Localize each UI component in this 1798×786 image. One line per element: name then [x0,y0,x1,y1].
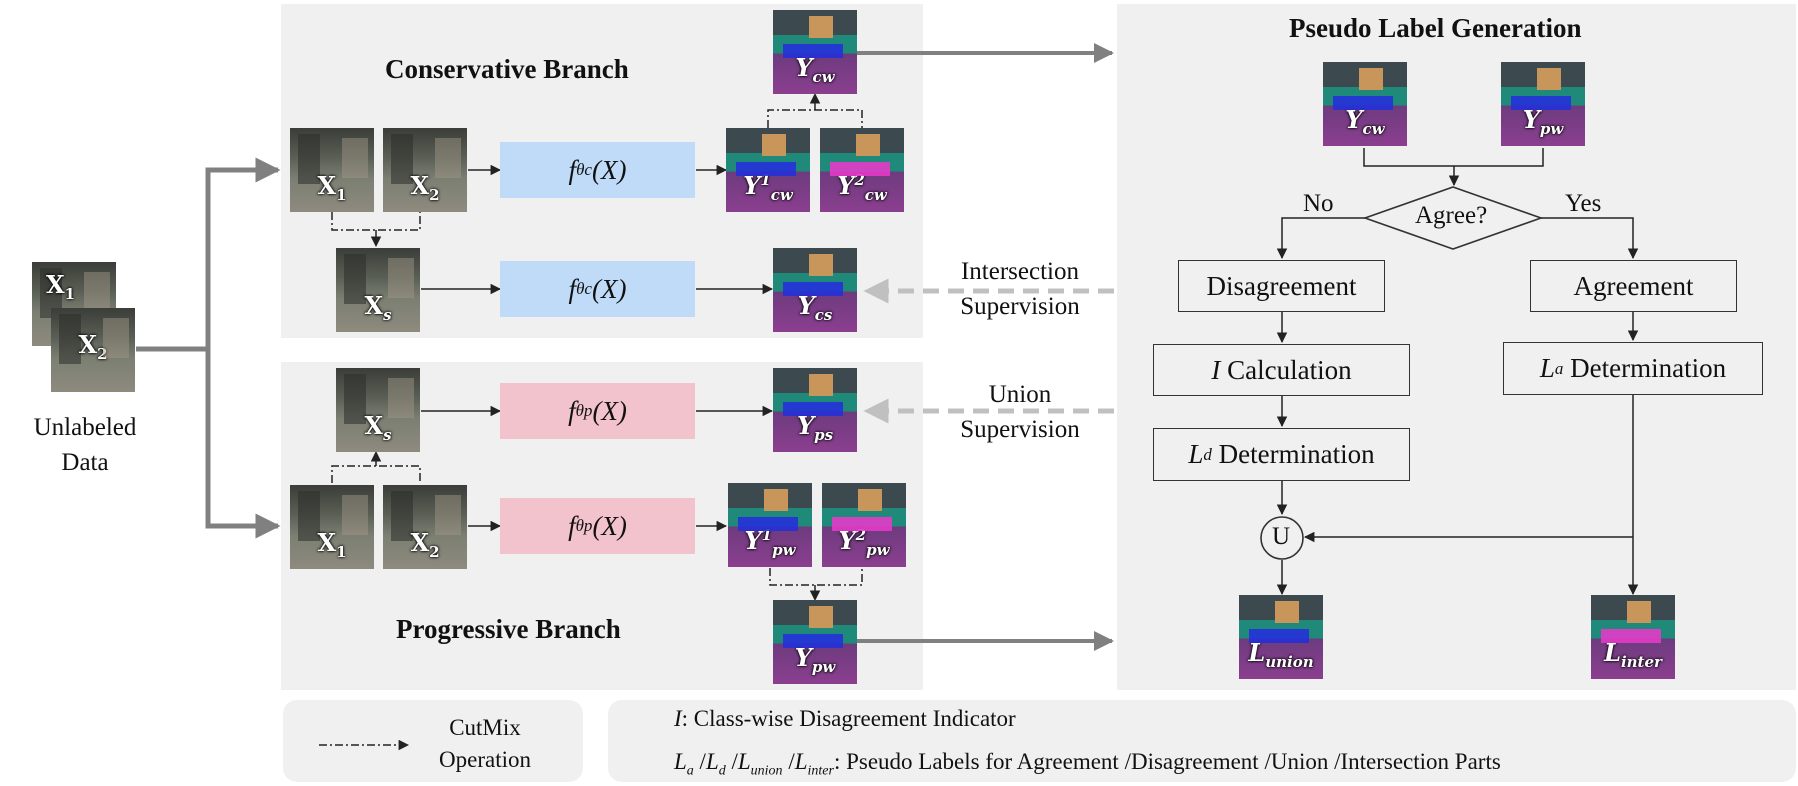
yps-image: Yps [773,368,857,452]
prog-xs-image: Xs [336,368,420,452]
no-branch-arrow [1276,217,1365,260]
pseudo-label-title: Pseudo Label Generation [1289,13,1582,43]
prog-cutmix-y-to-ypw [769,568,863,600]
cons-x2-image: X2 [383,128,467,212]
ycw2-image: Y2cw [820,128,904,212]
cons-cutmix-y-to-ycw [767,94,863,128]
legend-labels-line: La /Ld /Lunion /Linter: Pseudo Labels fo… [674,749,1501,779]
prog-x1-image: X1 [290,485,374,569]
unlabeled-data-label: Unlabeled Data [33,414,137,476]
agree-diamond [1362,186,1544,250]
legend-symbols-panel [608,700,1796,782]
conservative-branch-title: Conservative Branch [385,54,629,84]
lunion-image: Lunion [1239,595,1323,679]
union-operator-circle [1260,516,1304,560]
union-supervision-label: Union Supervision [960,381,1080,443]
cutmix-legend-label: CutMix Operation [439,715,531,772]
ypw-final-image: Ypw [773,600,857,684]
cons-cutmix-x-to-xs [331,212,421,246]
pseudo-ypw-image: Ypw [1501,62,1585,146]
ycw1-image: Y1cw [726,128,810,212]
prog-x2-image: X2 [383,485,467,569]
linter-image: Linter [1591,595,1675,679]
ypw1-image: Y1pw [728,483,812,567]
disagreement-box: Disagreement [1178,260,1385,312]
no-label: No [1303,190,1334,217]
legend-indicator-line: I: Class-wise Disagreement Indicator [674,706,1016,731]
input-split-arrow-bottom [205,349,281,539]
cons-x1-image: X1 [290,128,374,212]
yes-branch-arrow [1541,217,1639,260]
progressive-branch-title: Progressive Branch [396,614,621,644]
ycs-image: Ycs [773,248,857,332]
pseudo-ycw-image: Ycw [1323,62,1407,146]
cons-xs-image: Xs [336,248,420,332]
unlabeled-x2-image: X2 [51,308,135,392]
i-calculation-box: I Calculation [1153,344,1410,396]
yes-label: Yes [1565,190,1602,217]
ypw2-image: Y2pw [822,483,906,567]
input-split-arrow-top [136,157,281,352]
intersection-supervision-label: Intersection Supervision [960,258,1080,320]
agreement-box: Agreement [1530,260,1737,312]
union-operator-label: U [1272,523,1291,550]
prog-cutmix-x-to-xs [331,452,421,483]
merge-to-agree-arrow [1363,148,1544,185]
agree-question-label: Agree? [1415,202,1488,229]
legend-cutmix-panel [283,700,583,782]
ycw-final-image: Ycw [773,10,857,94]
